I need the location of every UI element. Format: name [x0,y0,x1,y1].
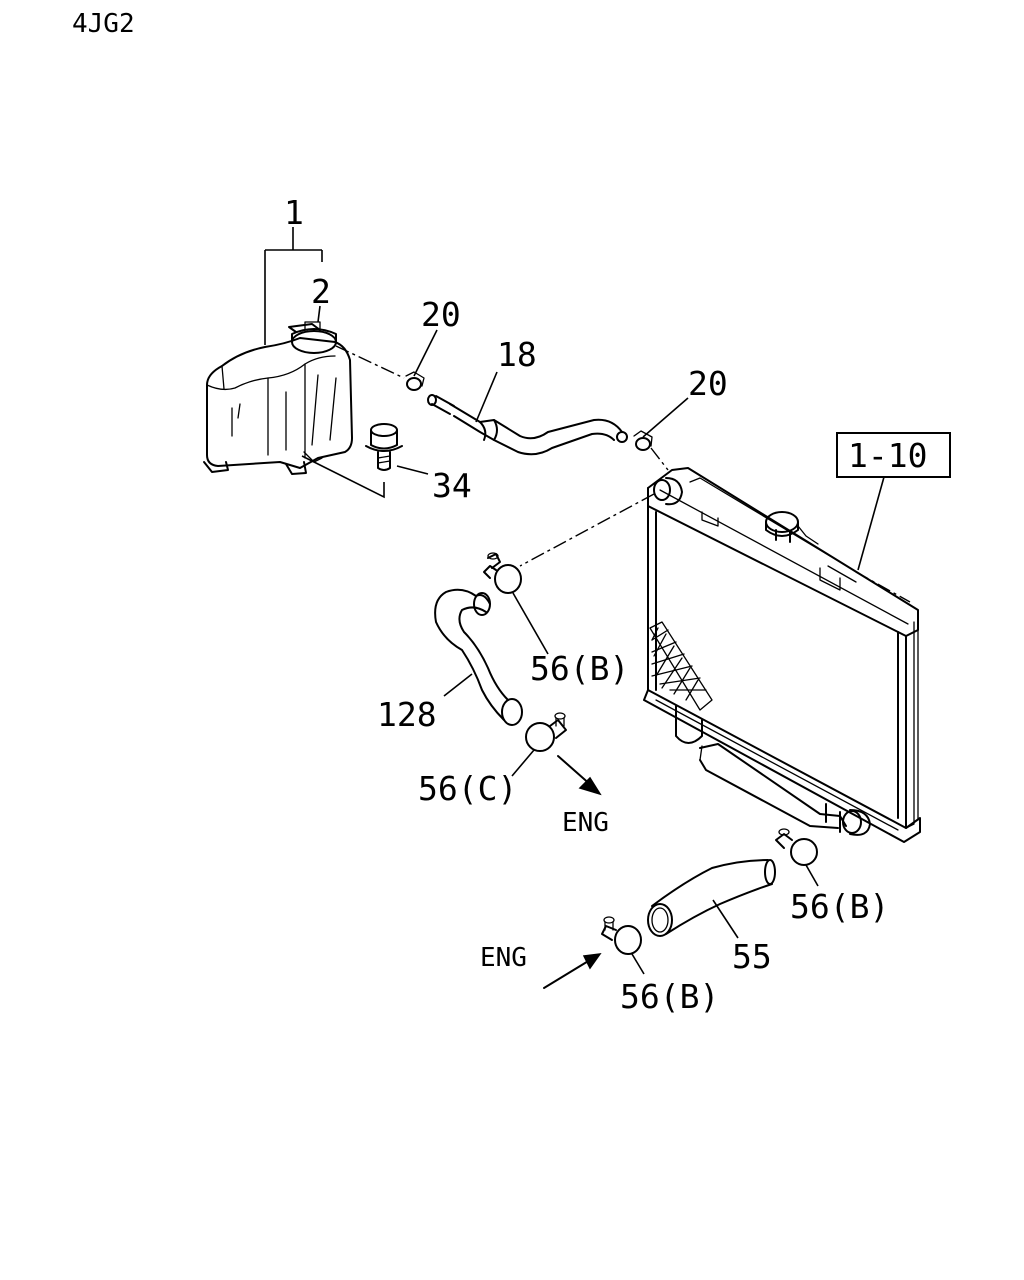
upper-hose-128 [434,588,523,726]
callout-1: 1 [284,193,304,232]
callout-56b-lower-left: 56(B) [620,977,719,1016]
bolt-34 [301,423,429,499]
callout-56b-upper: 56(B) [530,649,629,688]
callout-18: 18 [497,335,537,374]
callout-20-right: 20 [688,364,728,403]
reserve-tank [203,337,353,475]
eng-label-inlet: ENG [480,943,527,973]
hose-clip-20-right [633,397,689,451]
overflow-hose-18 [427,371,628,456]
callout-56c: 56(C) [418,769,517,808]
hose-clamp-56b-upper [483,552,549,655]
callout-34: 34 [432,466,472,505]
hose-clamp-56c [511,712,567,777]
eng-arrow-inlet [543,953,602,989]
centerline-clip-radiator [650,447,669,471]
hose-clamp-56b-lower-left [601,916,645,975]
diagram-code: 4JG2 [72,9,135,39]
eng-label-outlet: ENG [562,808,609,838]
radiator [643,467,921,843]
callout-1-10: 1-10 [848,436,927,475]
eng-arrow-outlet [557,755,602,796]
callout-56b-lower-right: 56(B) [790,887,889,926]
callout-20-left: 20 [421,295,461,334]
centerline-cap-clip [335,345,405,379]
lower-hose-55 [647,859,776,939]
callout-128: 128 [377,695,437,734]
callout-box-1-10 [836,432,951,603]
callout-2: 2 [311,272,331,311]
centerline-upper-inlet [519,493,655,567]
hose-clip-20-left [405,329,438,391]
hose-clamp-56b-lower-right [775,828,819,887]
tank-cap [288,321,337,354]
callout-55: 55 [732,937,772,976]
leader-1 [264,227,323,345]
